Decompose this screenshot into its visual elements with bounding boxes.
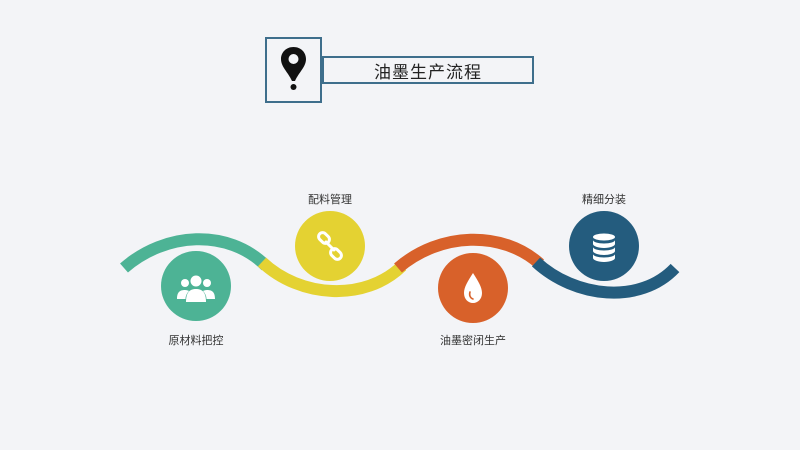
step-4-label: 精细分装 <box>582 193 626 206</box>
wave-segment-2 <box>257 257 407 297</box>
step-2-label: 配料管理 <box>308 193 352 206</box>
wave-segment-3 <box>394 233 544 273</box>
page-title: 油墨生产流程 <box>374 62 482 83</box>
step-2-node <box>295 211 365 281</box>
step-3-label: 油墨密闭生产 <box>440 334 506 347</box>
step-1-node <box>161 251 231 321</box>
step-1-label: 原材料把控 <box>168 334 224 347</box>
title-banner: 油墨生产流程 <box>322 56 534 84</box>
step-3-node <box>438 253 508 323</box>
database-icon <box>593 233 615 262</box>
link-icon <box>317 231 343 261</box>
title-icon-box <box>265 37 322 103</box>
map-pin-icon <box>281 47 306 90</box>
wave-segment-4 <box>531 257 680 299</box>
drop-icon <box>464 273 482 303</box>
step-4-node <box>569 211 639 281</box>
wave-segment-1 <box>120 233 271 273</box>
users-icon <box>177 275 215 302</box>
